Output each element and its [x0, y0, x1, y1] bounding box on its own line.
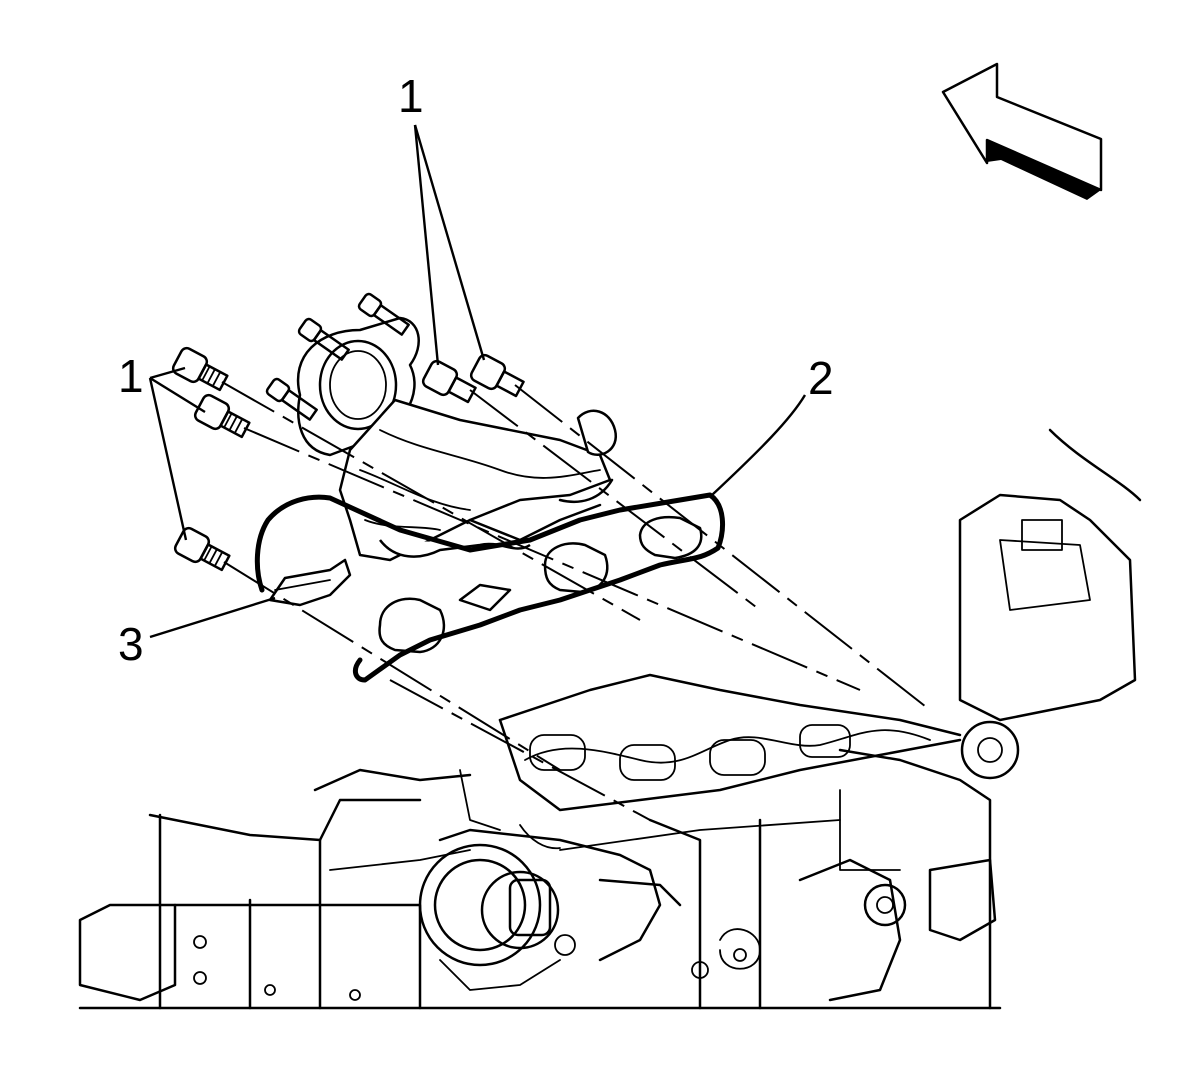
manifold-bolt: [171, 292, 525, 572]
arrow-up-left-icon: [941, 62, 1103, 200]
callout-label-gasket: 2: [808, 352, 834, 404]
manifold-gasket: [254, 492, 725, 683]
callout-leaders: [148, 124, 807, 639]
callout-label-heat-shield: 3: [118, 618, 144, 670]
callout-label-bolts-left: 1: [118, 350, 144, 402]
callout-label-bolts-upper: 1: [398, 70, 424, 122]
engine-block: [78, 428, 1142, 1010]
alignment-lines: [221, 381, 931, 821]
exhaust-manifold: [296, 316, 618, 562]
manifold-heat-shield: [268, 558, 352, 607]
